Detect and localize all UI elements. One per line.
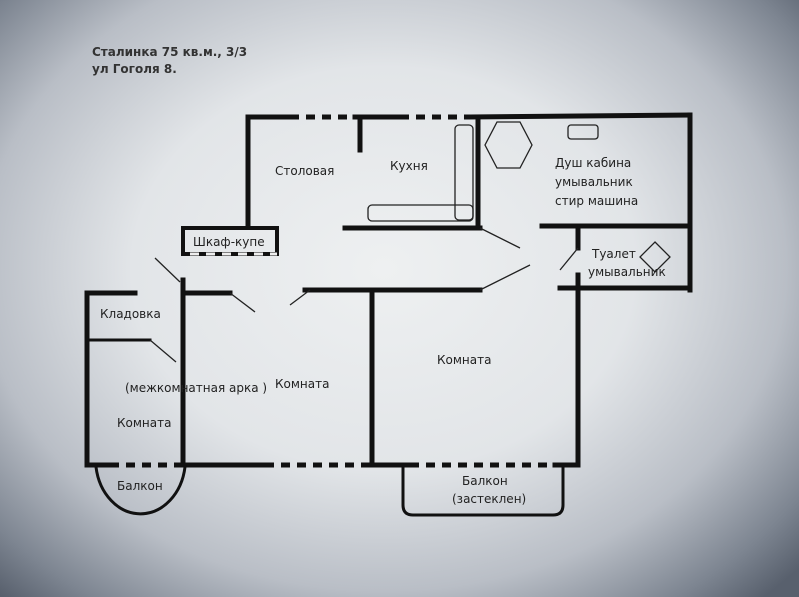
label-bath-washer: стир машина [555, 194, 638, 208]
label-storage: Кладовка [100, 307, 161, 321]
plan-address: ул Гоголя 8. [92, 62, 177, 76]
doors-and-fixtures [149, 121, 671, 363]
label-toilet: Туалет [591, 247, 636, 261]
label-wardrobe: Шкаф-купе [193, 235, 265, 249]
label-toilet-sink: умывальник [588, 265, 666, 279]
label-bath-shower: Душ кабина [555, 156, 631, 170]
label-bath-sink: умывальник [555, 175, 633, 189]
label-dining: Столовая [275, 164, 334, 178]
label-balcony-left: Балкон [117, 479, 163, 493]
label-room-right: Комната [437, 353, 491, 367]
label-balcony-glazed: (застеклен) [452, 492, 526, 506]
label-room-center: Комната [275, 377, 329, 391]
plan-title: Сталинка 75 кв.м., 3/3 [92, 45, 247, 59]
label-arch: (межкомнатная арка ) [125, 381, 267, 395]
label-kitchen: Кухня [390, 159, 428, 173]
walls [84, 112, 693, 517]
label-room-left: Комната [117, 416, 171, 430]
label-balcony-right: Балкон [462, 474, 508, 488]
